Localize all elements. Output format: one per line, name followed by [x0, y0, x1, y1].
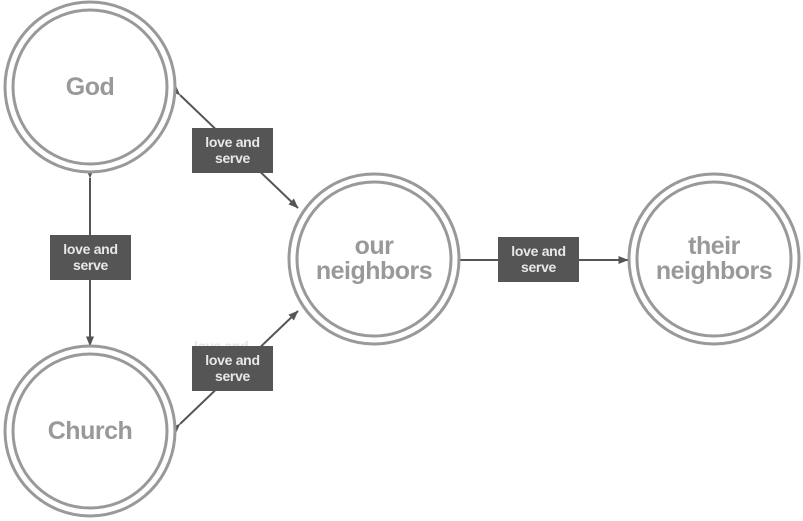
node-god-label: God — [65, 72, 115, 101]
node-our-neighbors-label: our neighbors — [315, 232, 433, 285]
node-their-neighbors-label: their neighbors — [655, 232, 773, 285]
node-their-neighbors-ring — [627, 172, 801, 346]
edge-label-neighbors-their: love and serve — [498, 237, 579, 282]
edge-label-god-neighbors: love and serve — [192, 128, 273, 173]
node-church-ring — [3, 344, 177, 518]
node-our-neighbors-ring — [287, 172, 461, 346]
edge-label-god-church: love and serve — [50, 235, 131, 280]
node-god-ring — [3, 0, 177, 174]
edge-label-church-neighbors: love and serve — [192, 346, 273, 391]
node-church-label: Church — [47, 416, 133, 445]
